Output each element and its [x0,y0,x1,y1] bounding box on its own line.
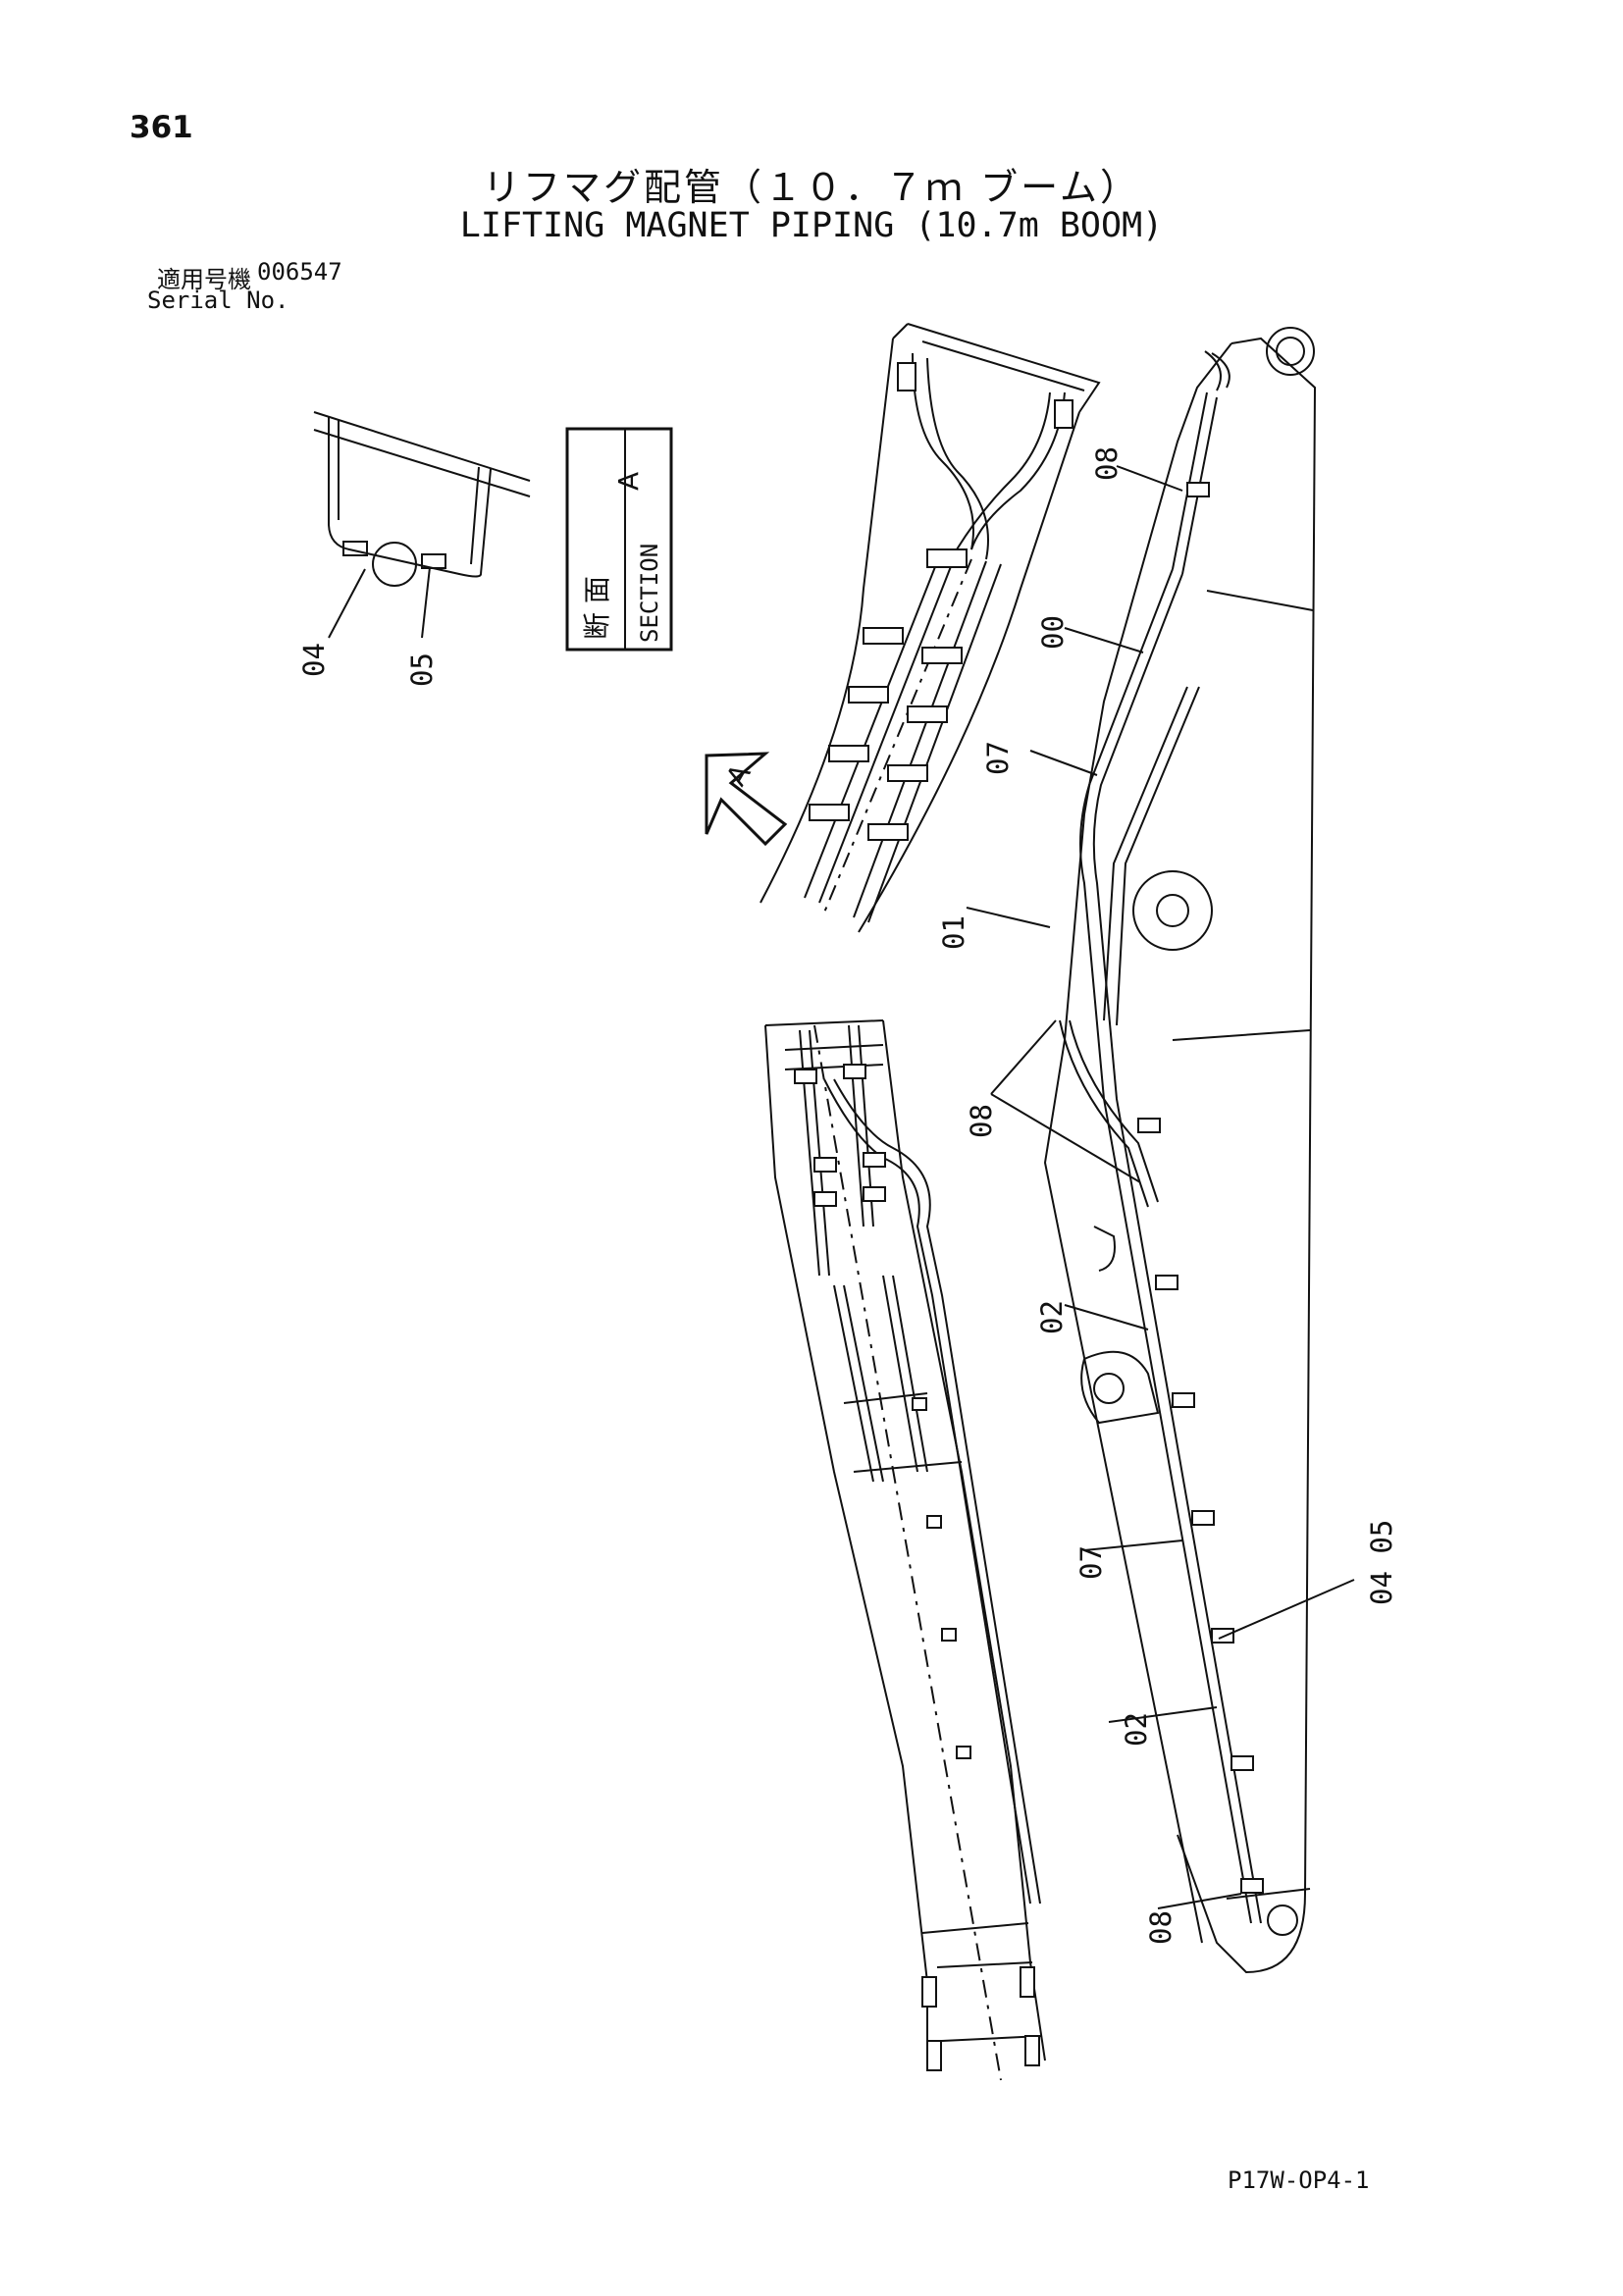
callout-07-upper: 07 [981,741,1015,775]
callout-08-mid: 08 [965,1104,998,1138]
callout-08-bottom: 08 [1144,1910,1178,1945]
callout-04-section: 04 [297,643,331,677]
section-a-detail [313,411,531,587]
boom-upper-plan-view [759,323,1101,933]
callout-04-05: 04 05 [1365,1520,1398,1605]
serial-label-japanese: 適用号機 [157,266,251,293]
section-letter: A [612,472,645,491]
callout-07-lower: 07 [1074,1545,1108,1580]
title-japanese: リフマグ配管（１０．７ｍ ブーム） [483,166,1140,209]
serial-number-value: 006547 [257,258,342,286]
callout-08-top: 08 [1090,446,1124,481]
callout-02-upper: 02 [1035,1300,1069,1334]
boom-lower-plan-view [764,1019,1046,2081]
callout-05-section: 05 [405,652,439,687]
serial-label-english: Serial No. [147,287,289,314]
view-arrow-a [705,752,788,847]
section-label-box [565,427,673,652]
callout-00: 00 [1036,615,1070,650]
title-english: LIFTING MAGNET PIPING (10.7m BOOM) [459,206,1164,245]
page-number: 361 [130,110,193,145]
callout-01: 01 [937,915,970,950]
callout-02-lower: 02 [1120,1712,1153,1747]
boom-side-view [1043,327,1317,1974]
drawing-code: P17W-OP4-1 [1228,2166,1370,2194]
leader-lines [328,465,1355,1909]
section-label-japanese: 断 面 [581,576,613,640]
section-label-english: SECTION [636,544,663,643]
